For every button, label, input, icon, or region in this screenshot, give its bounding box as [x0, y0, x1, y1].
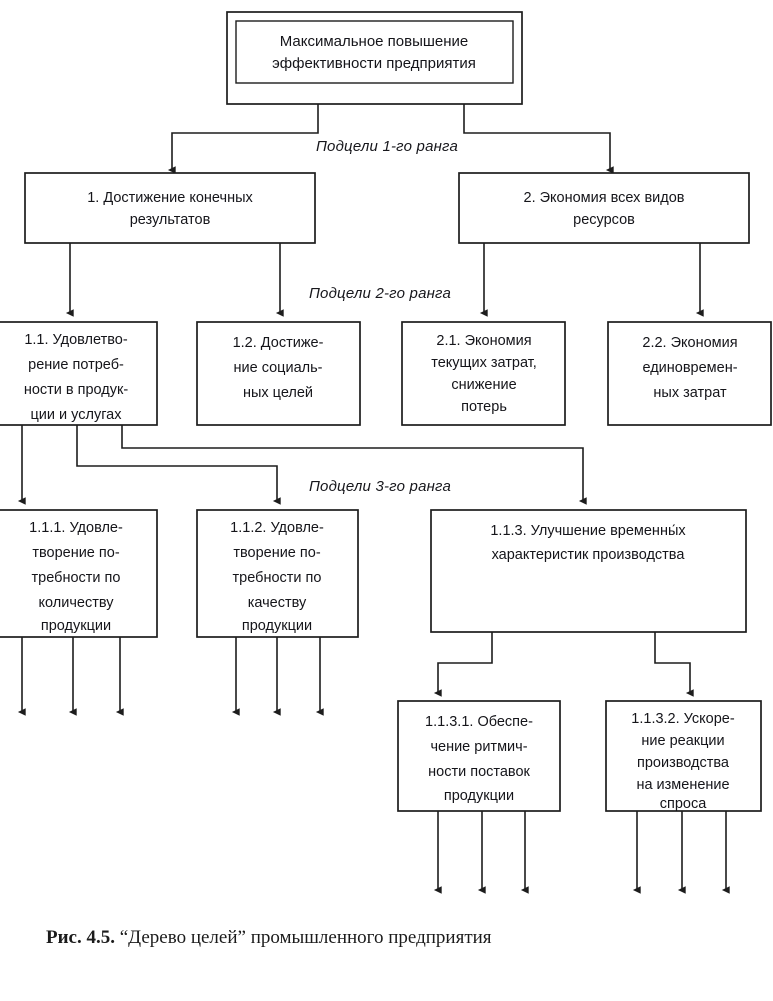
node-1[interactable]: 1. Достижение конечных результатов: [24, 172, 316, 244]
node-111-line-2: творение по-: [32, 545, 119, 561]
node-112-line-1: 1.1.2. Удовле-: [230, 520, 324, 536]
node-111-line-5: продукции: [41, 618, 111, 634]
node-112-line-5: продукции: [242, 618, 312, 634]
node-1132-line-2: ние реакции: [641, 733, 724, 749]
node-12-line-3: ных целей: [243, 385, 313, 401]
node-root[interactable]: Максимальное повышение эффективности пре…: [226, 11, 523, 105]
figure-caption: Рис. 4.5. “Дерево целей” промышленного п…: [46, 927, 746, 949]
node-1-2[interactable]: 1.2. Достиже- ние социаль- ных целей: [196, 321, 361, 426]
node-111-line-1: 1.1.1. Удовле-: [29, 520, 123, 536]
node-113-line-1: 1.1.3. Улучшение временны́х: [490, 523, 686, 539]
node-12-line-1: 1.2. Достиже-: [233, 335, 324, 351]
node-1132-line-5: спроса: [660, 796, 707, 812]
node-112-line-2: творение по-: [233, 545, 320, 561]
node-11-line-4: ции и услугах: [31, 407, 123, 423]
link-113-to-1132: [654, 632, 694, 697]
node-2[interactable]: 2. Экономия всех видов ресурсов: [458, 172, 750, 244]
node-1132-line-3: производства: [637, 755, 730, 771]
node-2-line-2: ресурсов: [573, 212, 635, 228]
figure-caption-number: Рис. 4.5.: [46, 927, 115, 948]
node-root-line-2: эффективности предприятия: [272, 55, 476, 72]
node-11-line-3: ности в продук-: [24, 382, 129, 398]
node-11-line-2: рение потреб-: [28, 357, 124, 373]
node-1131-line-1: 1.1.3.1. Обеспе-: [425, 714, 533, 730]
node-1-1-2[interactable]: 1.1.2. Удовле- творение по- требности по…: [196, 509, 359, 638]
node-2-line-1: 2. Экономия всех видов: [524, 190, 685, 206]
node-21-line-1: 2.1. Экономия: [436, 333, 531, 349]
node-1-1-1[interactable]: 1.1.1. Удовле- творение по- требности по…: [0, 509, 158, 638]
node-2-1[interactable]: 2.1. Экономия текущих затрат, снижение п…: [401, 321, 566, 426]
node-111-line-3: требности по: [32, 570, 121, 586]
node-1-line-2: результатов: [130, 212, 211, 228]
node-22-line-3: ных затрат: [653, 385, 727, 401]
node-21-line-4: потерь: [461, 399, 507, 415]
link-root-to-1: [167, 104, 319, 174]
link-113-to-1131: [433, 632, 493, 697]
node-1-1-3-2[interactable]: 1.1.3.2. Ускоре- ние реакции производств…: [605, 700, 762, 812]
node-22-line-1: 2.2. Экономия: [642, 335, 737, 351]
node-11-line-1: 1.1. Удовлетво-: [24, 332, 127, 348]
node-22-line-2: единовремен-: [642, 360, 737, 376]
node-1-line-1: 1. Достижение конечных: [87, 190, 253, 206]
node-1132-line-4: на изменение: [636, 777, 729, 793]
connector-layer: [17, 104, 730, 894]
rank-label-2: Подцели 2-го ранга: [309, 285, 451, 302]
rank-label-3: Подцели 3-го ранга: [309, 478, 451, 495]
link-root-to-2: [463, 104, 614, 174]
node-1131-line-2: чение ритмич-: [430, 739, 527, 755]
node-111-line-4: количеству: [39, 595, 115, 611]
node-1-1-3[interactable]: 1.1.3. Улучшение временны́х характеристи…: [430, 509, 747, 633]
node-12-line-2: ние социаль-: [234, 360, 323, 376]
node-112-line-4: качеству: [248, 595, 307, 611]
node-21-line-2: текущих затрат,: [431, 355, 537, 371]
node-1-1[interactable]: 1.1. Удовлетво- рение потреб- ности в пр…: [0, 321, 158, 426]
node-2-2[interactable]: 2.2. Экономия единовремен- ных затрат: [607, 321, 772, 426]
node-1131-line-4: продукции: [444, 788, 514, 804]
link-11-to-113: [121, 425, 587, 505]
node-112-line-3: требности по: [233, 570, 322, 586]
node-1132-line-1: 1.1.3.2. Ускоре-: [631, 711, 735, 727]
node-1131-line-3: ности поставок: [428, 764, 530, 780]
node-1-1-3-1[interactable]: 1.1.3.1. Обеспе- чение ритмич- ности пос…: [397, 700, 561, 812]
link-11-to-112: [76, 425, 281, 505]
node-21-line-3: снижение: [451, 377, 516, 393]
node-root-line-1: Максимальное повышение: [280, 33, 469, 50]
rank-label-1: Подцели 1-го ранга: [316, 138, 458, 155]
figure-caption-text: “Дерево целей” промышленного предприятия: [119, 927, 492, 948]
node-113-line-2: характеристик производства: [492, 547, 686, 563]
